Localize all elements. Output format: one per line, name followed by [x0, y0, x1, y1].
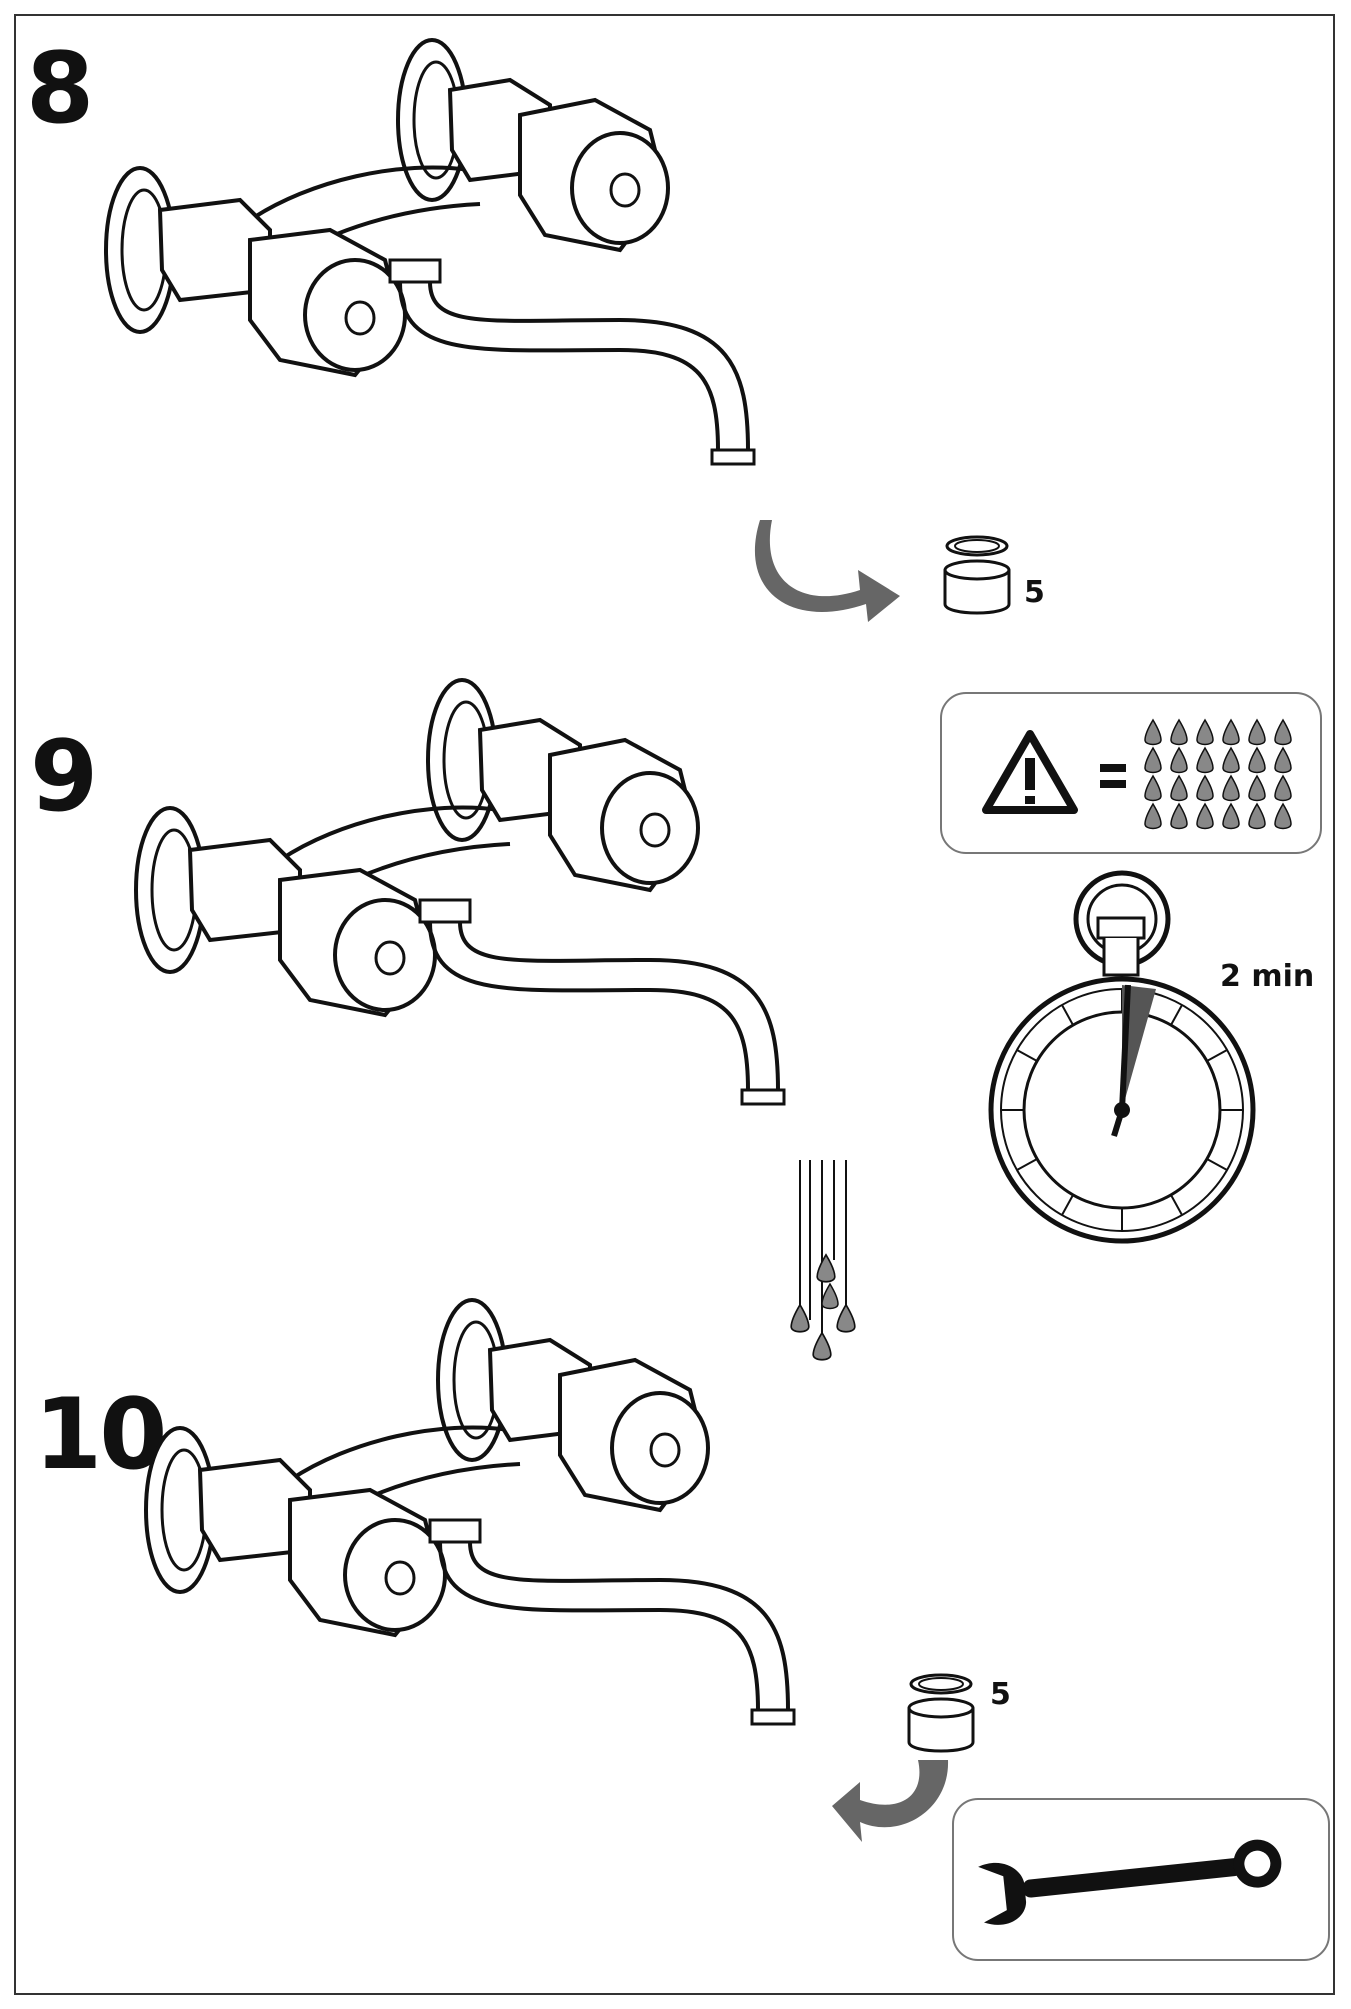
part-number-label-step-10: 5: [990, 1677, 1011, 1712]
aerator-icon-step-10: [907, 1673, 975, 1753]
warning-triangle-icon: [982, 730, 1078, 814]
equals-sign: [1100, 764, 1126, 788]
screw-on-arrow-step-10: [832, 1760, 949, 1842]
step-number-9: 9: [30, 720, 98, 834]
stopwatch-icon: [988, 870, 1256, 1244]
aerator-icon-step-8: [943, 535, 1011, 615]
water-drops-grid-icon: [1144, 719, 1292, 830]
step-number-8: 8: [26, 32, 94, 146]
duration-label: 2 min: [1220, 959, 1315, 994]
faucet-step-9: [134, 678, 786, 1106]
faucet-step-8: [104, 38, 756, 466]
page-frame: [14, 14, 1335, 1995]
water-flow-icon: [799, 1160, 847, 1340]
part-number-label-step-8: 5: [1024, 575, 1045, 610]
unscrew-arrow-step-8: [754, 520, 900, 622]
step-number-10: 10: [34, 1378, 167, 1492]
wrench-icon: [978, 1839, 1282, 1925]
faucet-step-10: [144, 1298, 796, 1726]
